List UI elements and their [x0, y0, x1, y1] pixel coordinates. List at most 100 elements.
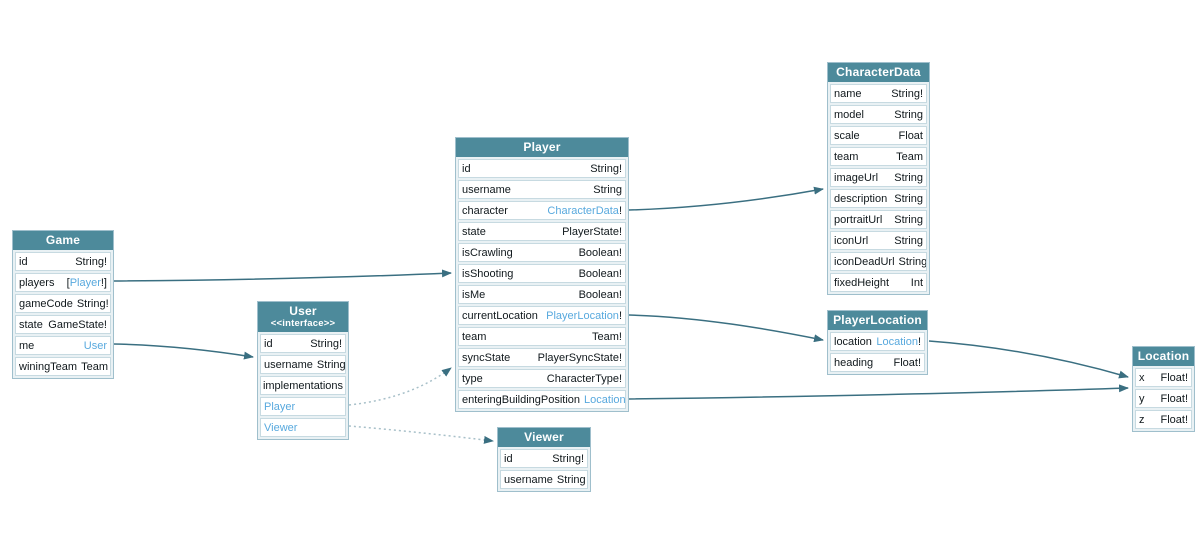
- field-row-game-players[interactable]: players [Player!]: [15, 273, 111, 292]
- field-type: String: [556, 473, 586, 486]
- field-name: character: [462, 204, 508, 217]
- field-name: iconUrl: [834, 234, 869, 247]
- field-type: String: [593, 183, 622, 196]
- field-type: String: [894, 108, 923, 121]
- field-type: Float!: [1160, 371, 1188, 384]
- type-title-game[interactable]: Game: [13, 231, 113, 250]
- field-type: Float!: [1160, 413, 1188, 426]
- type-title-user[interactable]: User<<interface>>: [258, 302, 348, 332]
- type-title-characterdata[interactable]: CharacterData: [828, 63, 929, 82]
- field-type: Boolean!: [578, 288, 622, 301]
- field-type: Boolean!: [578, 246, 622, 259]
- field-type: PlayerSyncState!: [537, 351, 622, 364]
- field-name: isShooting: [462, 267, 514, 280]
- type-title-viewer[interactable]: Viewer: [498, 428, 590, 447]
- type-link-user[interactable]: User: [83, 339, 107, 352]
- edge-player-character-to-characterdata: [628, 186, 824, 211]
- field-name: state: [19, 318, 43, 331]
- type-title-playerlocation[interactable]: PlayerLocation: [828, 311, 927, 330]
- type-link-player[interactable]: Player: [264, 400, 296, 413]
- field-type: String!: [76, 297, 109, 310]
- field-type: String!: [590, 162, 622, 175]
- type-title-player[interactable]: Player: [456, 138, 628, 157]
- field-type: [Player!]: [66, 276, 107, 289]
- field-type: Float!: [1160, 392, 1188, 405]
- field-name: model: [834, 108, 864, 121]
- field-type: String: [316, 358, 346, 371]
- type-link-location[interactable]: Location: [876, 335, 918, 348]
- field-name: enteringBuildingPosition: [462, 393, 581, 406]
- field-type: Location!: [876, 335, 921, 348]
- edge-game-players-to-player: [112, 269, 452, 282]
- field-name: heading: [834, 356, 874, 369]
- field-name: syncState: [462, 351, 511, 364]
- field-type: Team!: [592, 330, 622, 343]
- field-row-player-team[interactable]: team Team!: [458, 327, 626, 346]
- field-name: winingTeam: [19, 360, 78, 373]
- type-link-viewer[interactable]: Viewer: [264, 421, 298, 434]
- field-name: description: [834, 192, 888, 205]
- field-name: team: [462, 330, 487, 343]
- type-link-characterdata[interactable]: CharacterData: [547, 204, 619, 217]
- row-user-implementation-player[interactable]: Player: [260, 397, 346, 416]
- field-name: imageUrl: [834, 171, 879, 184]
- field-name: players: [19, 276, 55, 289]
- row-user-implementation-viewer[interactable]: Viewer: [260, 418, 346, 437]
- field-type: PlayerLocation!: [546, 309, 622, 322]
- field-name: username: [264, 358, 313, 371]
- type-link-location[interactable]: Location: [584, 393, 626, 406]
- field-name: currentLocation: [462, 309, 538, 322]
- field-row-player-syncstate[interactable]: syncState PlayerSyncState!: [458, 348, 626, 367]
- type-link-playerlocation[interactable]: PlayerLocation: [546, 309, 619, 322]
- field-name: id: [504, 452, 513, 465]
- field-row-player-currentlocation[interactable]: currentLocation PlayerLocation!: [458, 306, 626, 325]
- edge-game-me-to-user: [112, 343, 254, 360]
- type-title-location[interactable]: Location: [1133, 347, 1194, 366]
- field-row-characterdata-model[interactable]: model String: [830, 105, 927, 124]
- type-link-player[interactable]: Player: [69, 276, 101, 289]
